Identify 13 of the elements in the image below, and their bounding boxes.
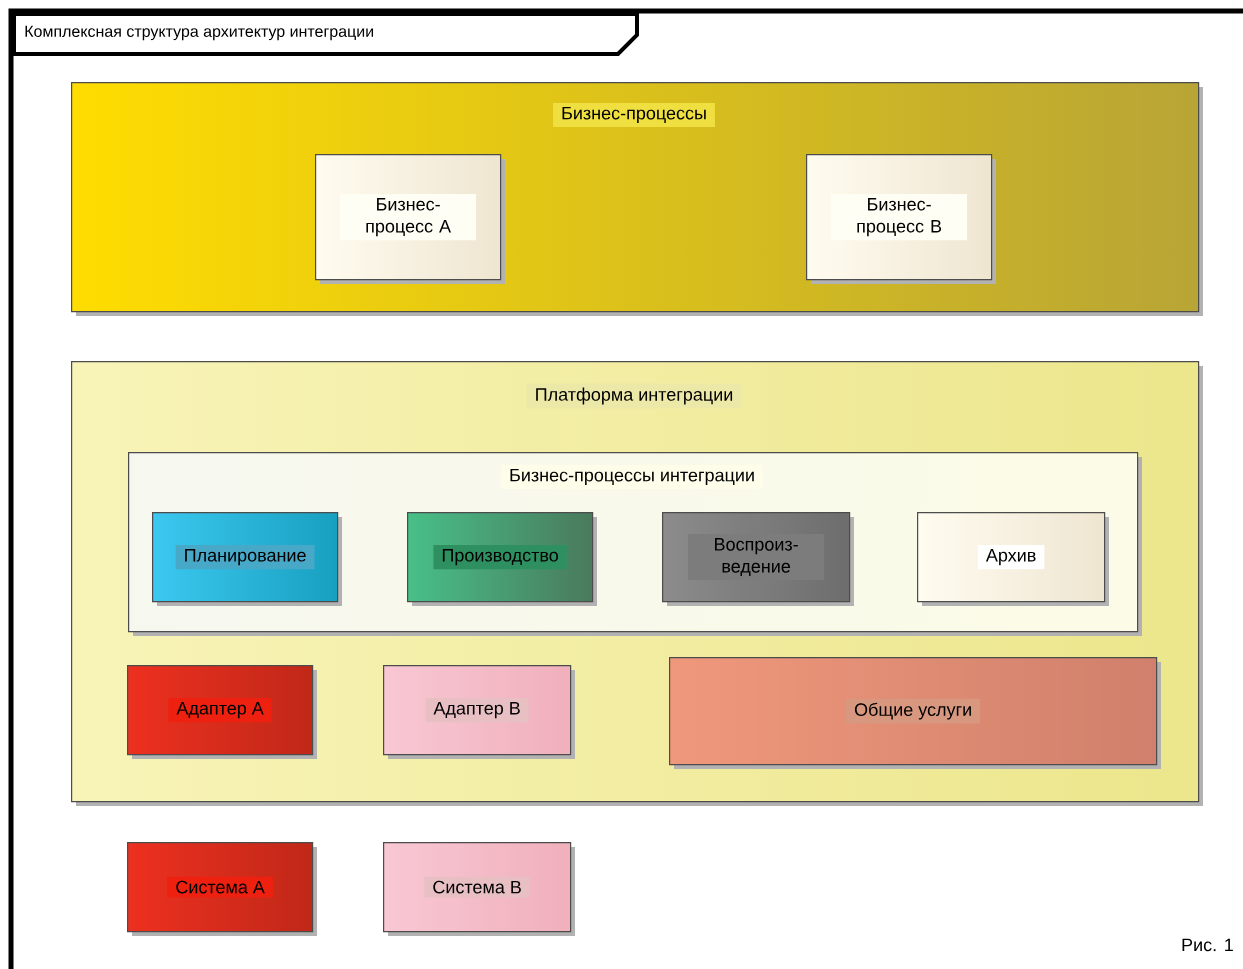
block: Бизнес- процесс А (315, 154, 505, 284)
block: Адаптер А (127, 665, 317, 759)
block: Бизнес- процесс B (806, 154, 996, 284)
block: Планирование (152, 512, 342, 606)
block: Архив (917, 512, 1109, 606)
block: Адаптер B (383, 665, 575, 759)
title: Комплексная структура архитектур интеграции (25, 25, 373, 41)
block: Система B (383, 842, 575, 936)
block: Общие услуги (669, 657, 1161, 769)
block: Воспроиз- ведение (662, 512, 854, 606)
block: Система А (127, 842, 317, 936)
caption: Рис. 1 (1182, 938, 1233, 952)
block: Производство (407, 512, 597, 606)
